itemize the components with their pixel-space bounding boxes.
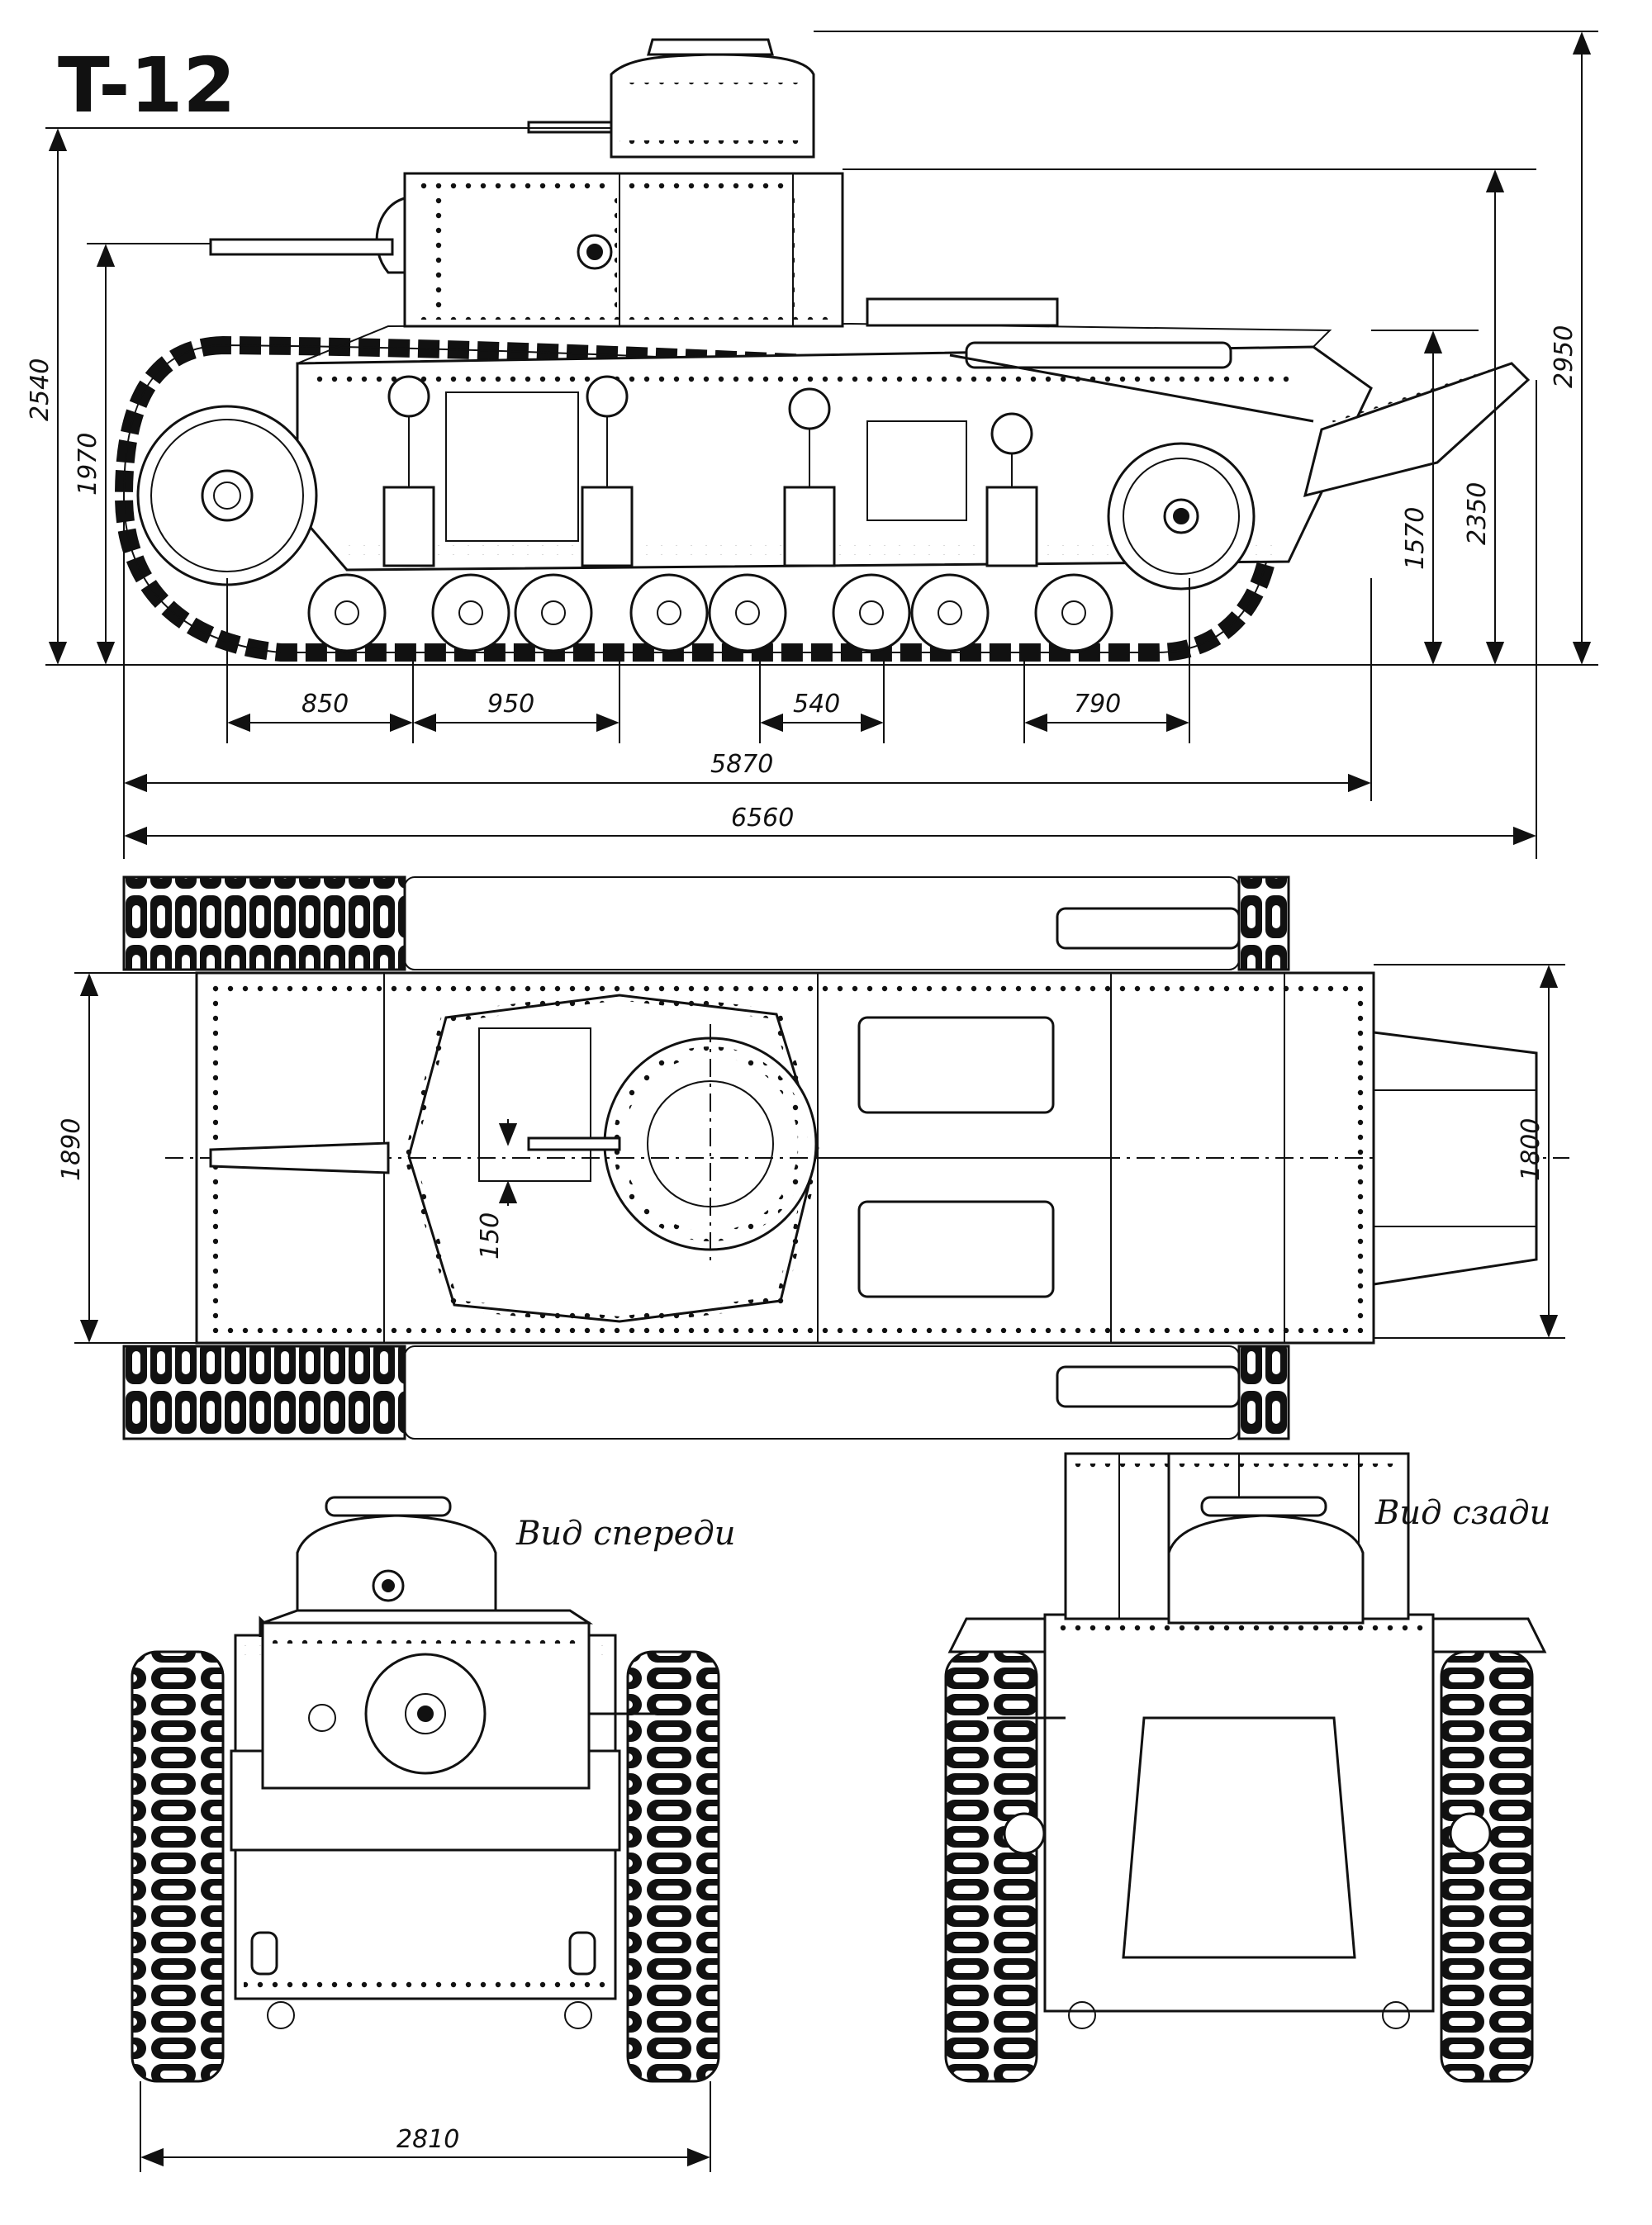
dim-540: 540 [793, 690, 840, 719]
dim-1800: 1800 [1517, 1118, 1545, 1181]
rear-track-left [944, 1650, 1038, 2083]
page-title: T-12 [58, 41, 235, 130]
rear-track-right [1440, 1650, 1534, 2083]
side-view: 2540 1970 2950 2350 1570 850 950 540 790… [26, 31, 1598, 859]
dim-1570: 1570 [1401, 507, 1430, 570]
side-superstructure [403, 172, 844, 328]
side-idler-wheel [136, 405, 318, 586]
front-view: Вид спереди 2810 [131, 1496, 735, 2172]
dim-150: 150 [476, 1212, 505, 1260]
dim-2540: 2540 [26, 358, 55, 421]
side-main-gun [209, 238, 394, 256]
side-sprocket [1107, 442, 1256, 591]
rear-view-label: Вид сзади [1374, 1494, 1550, 1532]
dim-6560: 6560 [731, 804, 794, 833]
top-view: 1890 1800 150 [57, 875, 1569, 1440]
dim-850: 850 [301, 690, 349, 719]
dim-2950: 2950 [1550, 325, 1578, 388]
dim-950: 950 [487, 690, 534, 719]
side-suspension [382, 375, 1038, 567]
dim-2810: 2810 [396, 2125, 459, 2154]
dim-790: 790 [1074, 690, 1121, 719]
dim-1970: 1970 [74, 433, 102, 496]
rear-view: Вид сзади [944, 1452, 1550, 2083]
front-view-label: Вид спереди [515, 1515, 735, 1553]
dim-1890: 1890 [57, 1118, 86, 1181]
front-track-right [626, 1650, 720, 2083]
top-main-gun [209, 1141, 390, 1174]
side-road-wheels [307, 573, 1113, 652]
front-track-left [131, 1650, 225, 2083]
dim-5870: 5870 [710, 750, 773, 779]
dim-2350: 2350 [1463, 482, 1492, 545]
top-tail-skid [1372, 1031, 1538, 1286]
